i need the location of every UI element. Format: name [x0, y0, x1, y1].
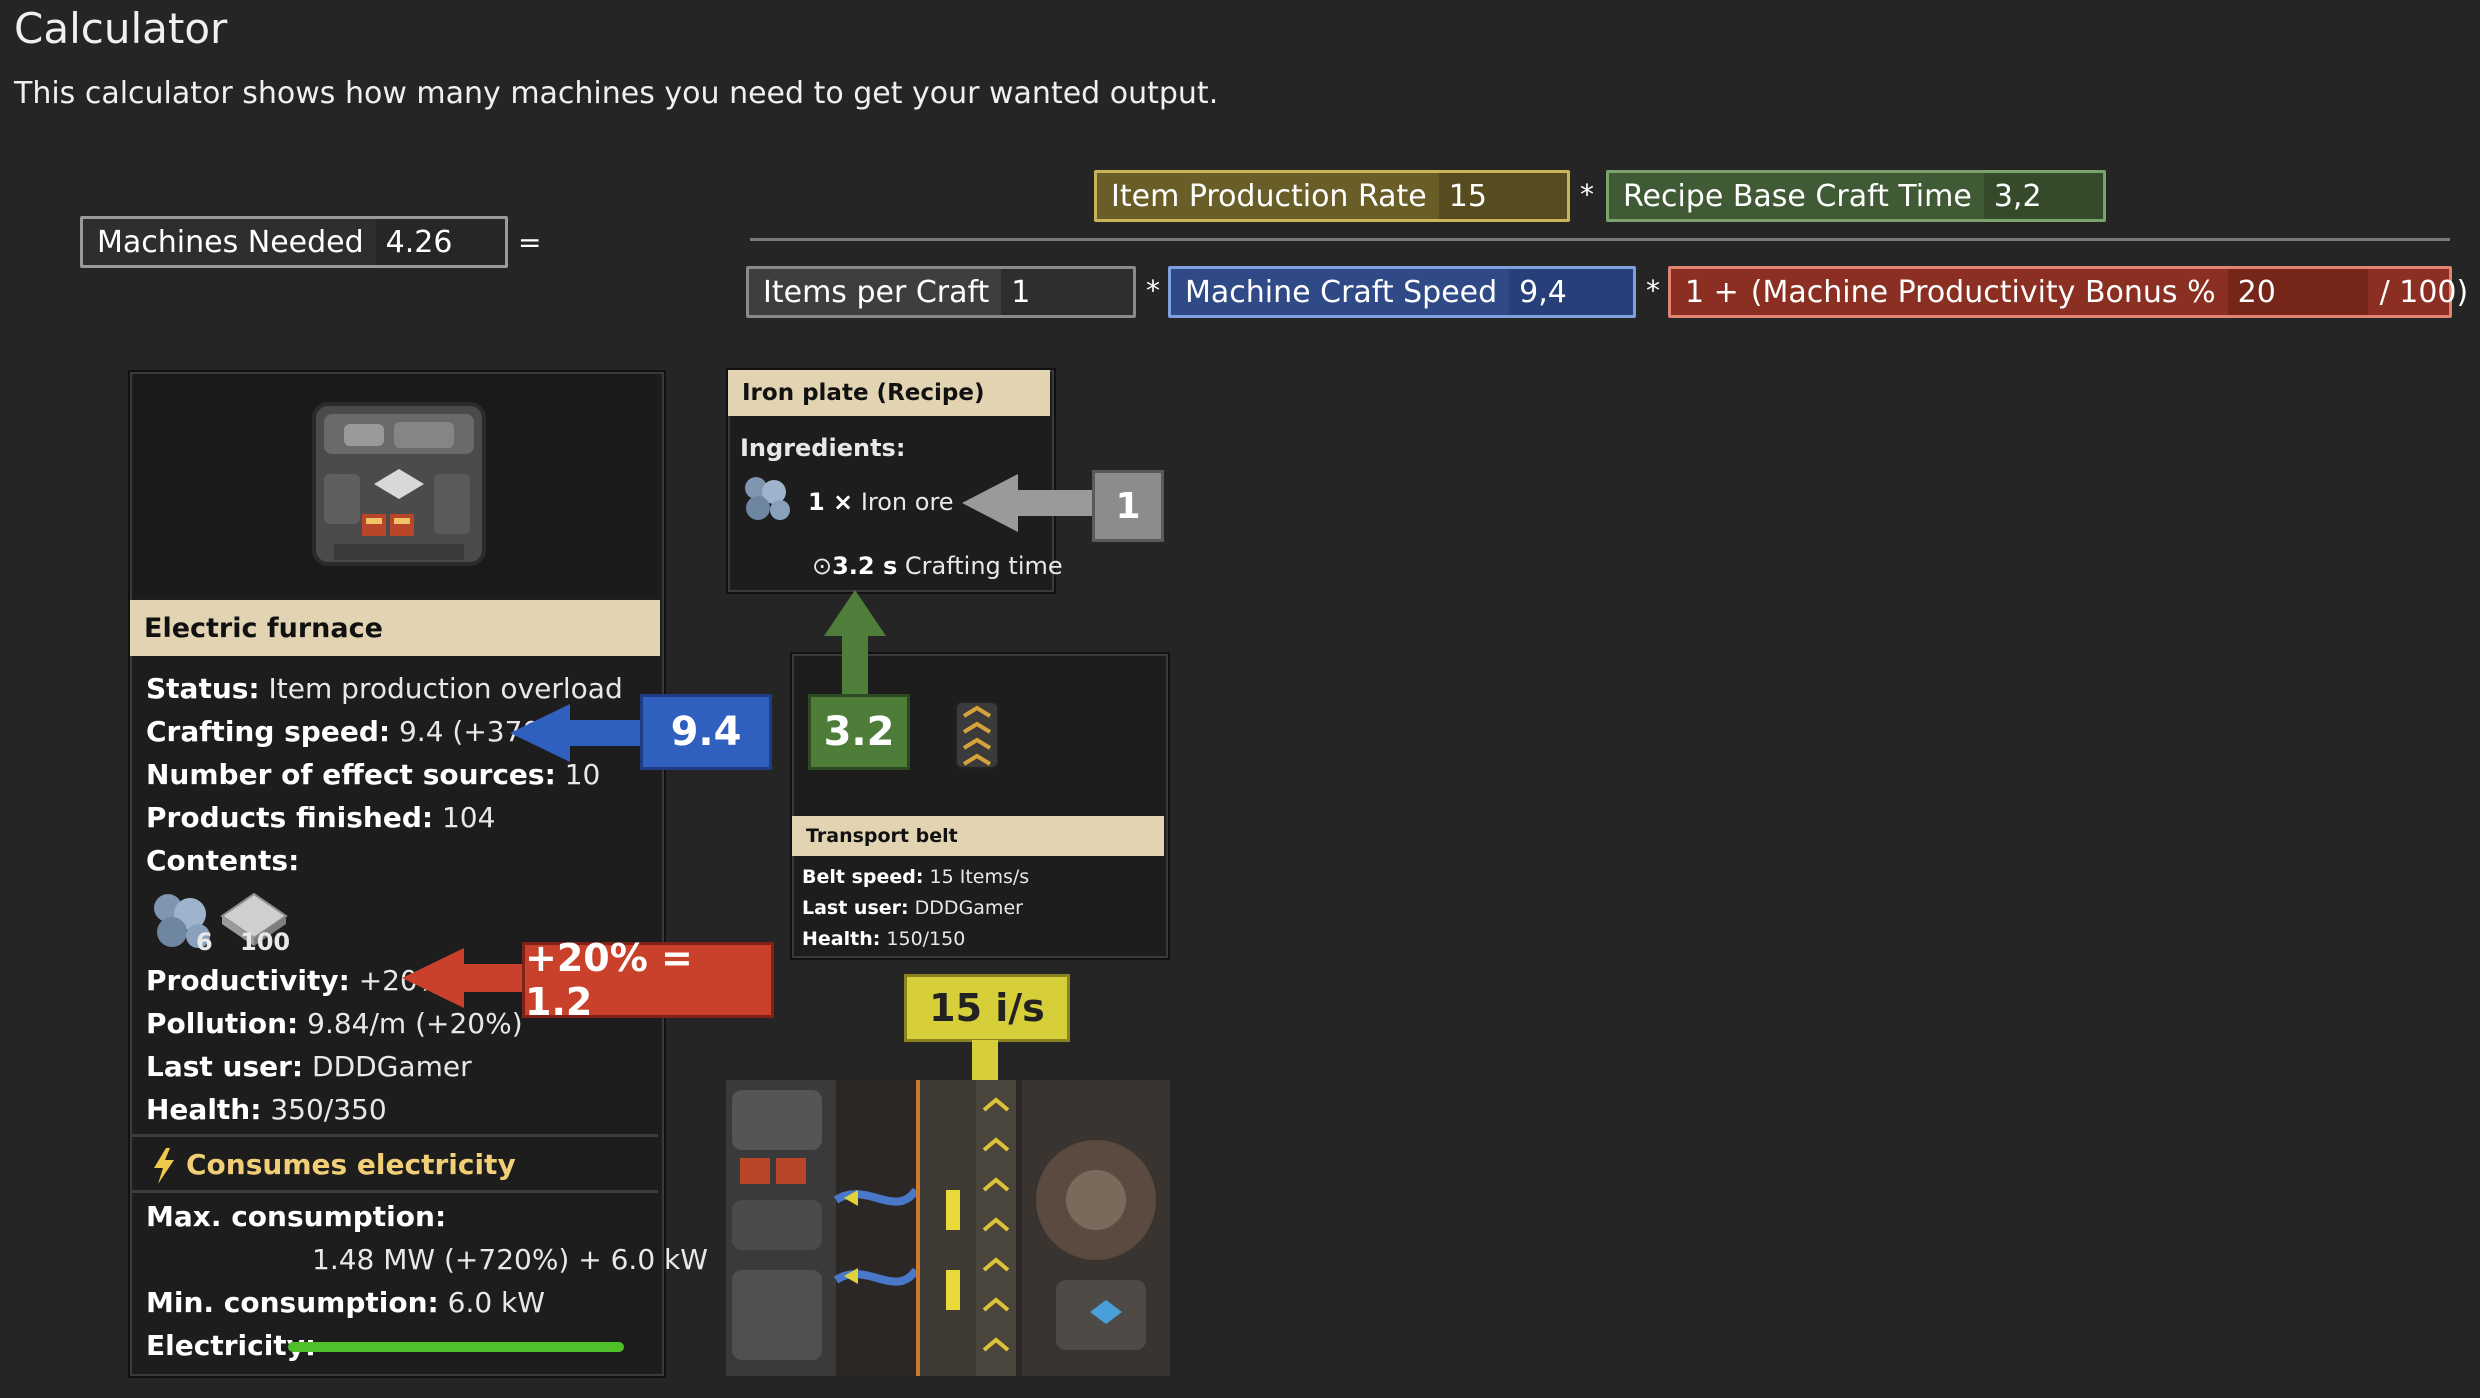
craft-time-arrow: [824, 590, 886, 694]
max-consumption-value: 1.48 MW (+720%) + 6.0 kW: [312, 1243, 708, 1276]
craft-speed-callout: 9.4: [640, 694, 772, 770]
multiply-operator: *: [1646, 274, 1660, 307]
lightning-icon: [150, 1146, 178, 1186]
recipe-base-craft-time-input[interactable]: 3,2: [1983, 173, 2103, 219]
electricity-bar-fill: [288, 1342, 624, 1352]
items-per-craft-field[interactable]: Items per Craft 1: [746, 266, 1136, 318]
fraction-divider: [750, 238, 2450, 241]
electricity-bar: [288, 1342, 624, 1352]
factory-scene-image: [726, 1080, 1170, 1376]
productivity-bonus-field[interactable]: 1 + (Machine Productivity Bonus % 20 / 1…: [1668, 266, 2468, 318]
productivity-arrow: [402, 948, 538, 1008]
machines-needed-label: Machines Needed: [97, 224, 364, 260]
recipe-base-craft-time-field[interactable]: Recipe Base Craft Time 3,2: [1606, 170, 2106, 222]
iron-ore-icon: [740, 472, 798, 524]
craft-time-callout: 3.2: [808, 694, 910, 770]
productivity-callout: +20% = 1.2: [522, 936, 774, 1024]
furnace-status: Status: Item production overload: [146, 672, 623, 705]
belt-speed: Belt speed: 15 Items/s: [802, 866, 1030, 888]
item-production-rate-field[interactable]: Item Production Rate 15: [1094, 170, 1570, 222]
item-production-rate-input[interactable]: 15: [1438, 173, 1567, 219]
min-consumption: Min. consumption: 6.0 kW: [146, 1286, 545, 1319]
iron-ore-count: 6: [196, 928, 213, 956]
max-consumption-label: Max. consumption:: [146, 1200, 447, 1233]
machines-needed-field: Machines Needed 4.26: [80, 216, 508, 268]
items-per-craft-label: Items per Craft: [763, 274, 990, 310]
productivity-suffix: / 100): [2379, 274, 2469, 310]
furnace-last-user: Last user: DDDGamer: [146, 1050, 472, 1083]
belt-title: Transport belt: [792, 816, 1164, 856]
iron-plate-icon: [218, 890, 290, 950]
belt-health: Health: 150/150: [802, 928, 966, 950]
recipe-title: Iron plate (Recipe): [728, 370, 1050, 416]
furnace-pollution: Pollution: 9.84/m (+20%): [146, 1007, 523, 1040]
furnace-contents-label: Contents:: [146, 844, 300, 877]
clock-icon: ⊙: [812, 552, 833, 580]
items-per-craft-arrow: [962, 474, 1092, 532]
items-per-craft-callout: 1: [1092, 470, 1164, 542]
furnace-health: Health: 350/350: [146, 1093, 387, 1126]
iron-plate-count: 100: [240, 928, 291, 956]
productivity-bonus-label: (Machine Productivity Bonus %: [1750, 274, 2216, 310]
machine-craft-speed-field[interactable]: Machine Craft Speed 9,4: [1168, 266, 1636, 318]
page-title: Calculator: [14, 4, 228, 53]
furnace-image-area: [134, 374, 656, 596]
belt-rate-callout: 15 i/s: [904, 974, 1070, 1042]
item-production-rate-label: Item Production Rate: [1111, 178, 1427, 214]
furnace-effect-sources: Number of effect sources: 10: [146, 758, 601, 791]
panel-divider: [132, 1190, 658, 1193]
ingredients-label: Ingredients:: [740, 434, 906, 462]
productivity-prefix: 1 +: [1685, 274, 1739, 310]
furnace-products-finished: Products finished: 104: [146, 801, 496, 834]
equals-operator: =: [518, 226, 542, 259]
panel-divider: [132, 1134, 658, 1137]
consumes-electricity-label: Consumes electricity: [186, 1148, 516, 1181]
multiply-operator: *: [1146, 274, 1160, 307]
ingredient-line: 1 × Iron ore: [808, 488, 954, 516]
page-description: This calculator shows how many machines …: [14, 76, 1219, 111]
furnace-name-header: Electric furnace: [130, 600, 660, 656]
electric-furnace-icon: [312, 402, 486, 566]
machine-craft-speed-label: Machine Craft Speed: [1185, 274, 1498, 310]
items-per-craft-input[interactable]: 1: [1001, 269, 1133, 315]
recipe-base-craft-time-label: Recipe Base Craft Time: [1623, 178, 1972, 214]
machines-needed-value: 4.26: [375, 219, 505, 265]
belt-last-user: Last user: DDDGamer: [802, 897, 1023, 919]
machine-craft-speed-input[interactable]: 9,4: [1509, 269, 1633, 315]
electricity-label: Electricity:: [146, 1329, 317, 1362]
multiply-operator: *: [1580, 178, 1594, 211]
productivity-bonus-input[interactable]: 20: [2227, 269, 2368, 315]
crafting-time-line: ⊙3.2 s Crafting time: [812, 552, 1063, 580]
craft-speed-arrow: [510, 704, 656, 762]
transport-belt-icon: [950, 700, 1004, 770]
iron-ore-icon: [146, 886, 226, 956]
